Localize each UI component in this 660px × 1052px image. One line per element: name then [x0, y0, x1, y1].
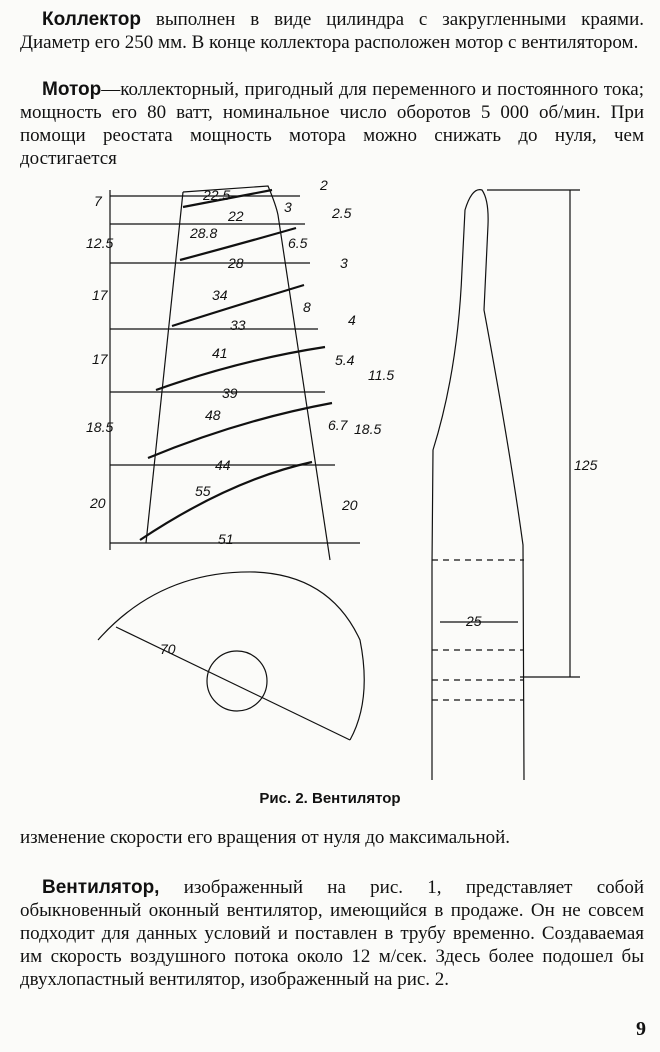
page-number: 9: [636, 1018, 646, 1040]
dim-right-4: 11.5: [368, 367, 394, 383]
dim-right-1: 3: [284, 199, 292, 215]
paragraph-motor: Мотор—коллекторный, пригодный для переме…: [20, 78, 644, 170]
dim-right-6: 20: [341, 497, 358, 513]
station-lines: [110, 195, 360, 544]
hub: [97, 571, 365, 741]
thickness-2: 2.5: [331, 205, 352, 221]
chord-9: 48: [205, 407, 221, 423]
paragraph-motor-text: —коллекторный, пригодный для переменного…: [20, 79, 644, 169]
side-view: [431, 189, 580, 781]
fan-blade-drawing: 7 12.5 17 17 18.5 20 22.5 22 28.8 28 34 …: [86, 178, 598, 781]
blade-sections: [139, 188, 333, 541]
chord-11: 55: [195, 483, 211, 499]
chord-12: 51: [218, 531, 234, 547]
dim-left-2: 12.5: [86, 235, 113, 251]
chord-4: 28: [227, 255, 244, 271]
term-fan: Вентилятор,: [42, 877, 160, 898]
chord-8: 39: [222, 385, 238, 401]
figure-caption: Рис. 2. Вентилятор: [259, 790, 401, 807]
side-length-label: 125: [574, 457, 598, 473]
paragraph-motor-continued: изменение скорости его вращения от нуля …: [20, 826, 644, 849]
dim-right-2: 6.5: [288, 235, 308, 251]
dim-left-3: 17: [92, 287, 109, 303]
thickness-1: 2: [319, 178, 328, 193]
term-motor: Мотор: [42, 79, 102, 100]
dim-left-6: 20: [89, 495, 106, 511]
hub-dim-label: 70: [160, 641, 176, 657]
dim-left-5: 18.5: [86, 419, 113, 435]
chord-1: 22.5: [202, 187, 230, 203]
paragraph-fan-text: изображенный на рис. 1, представляет соб…: [20, 877, 644, 990]
dim-left-1: 7: [94, 193, 103, 209]
chord-5: 34: [212, 287, 228, 303]
chord-2: 22: [227, 208, 244, 224]
chord-10: 44: [215, 457, 231, 473]
paragraph-motor-continued-text: изменение скорости его вращения от нуля …: [20, 827, 511, 848]
dim-right-3: 8: [303, 299, 311, 315]
thickness-5: 5.4: [335, 352, 355, 368]
thickness-4: 4: [348, 312, 356, 328]
chord-6: 33: [230, 317, 246, 333]
hub-hole: [206, 650, 268, 712]
chord-3: 28.8: [189, 225, 217, 241]
dim-right-5: 18.5: [354, 421, 381, 437]
side-width-label: 25: [465, 613, 482, 629]
chord-7: 41: [212, 345, 228, 361]
paragraph-collector: Коллектор выполнен в виде цилиндра с зак…: [20, 8, 644, 54]
blade-outline: [145, 185, 331, 561]
thickness-3: 3: [340, 255, 348, 271]
thickness-6: 6.7: [328, 417, 349, 433]
term-collector: Коллектор: [42, 9, 141, 30]
paragraph-collector-text: выполнен в виде цилиндра с закругленными…: [20, 9, 644, 53]
paragraph-fan: Вентилятор, изображенный на рис. 1, пред…: [20, 876, 644, 991]
dim-left-4: 17: [92, 351, 109, 367]
